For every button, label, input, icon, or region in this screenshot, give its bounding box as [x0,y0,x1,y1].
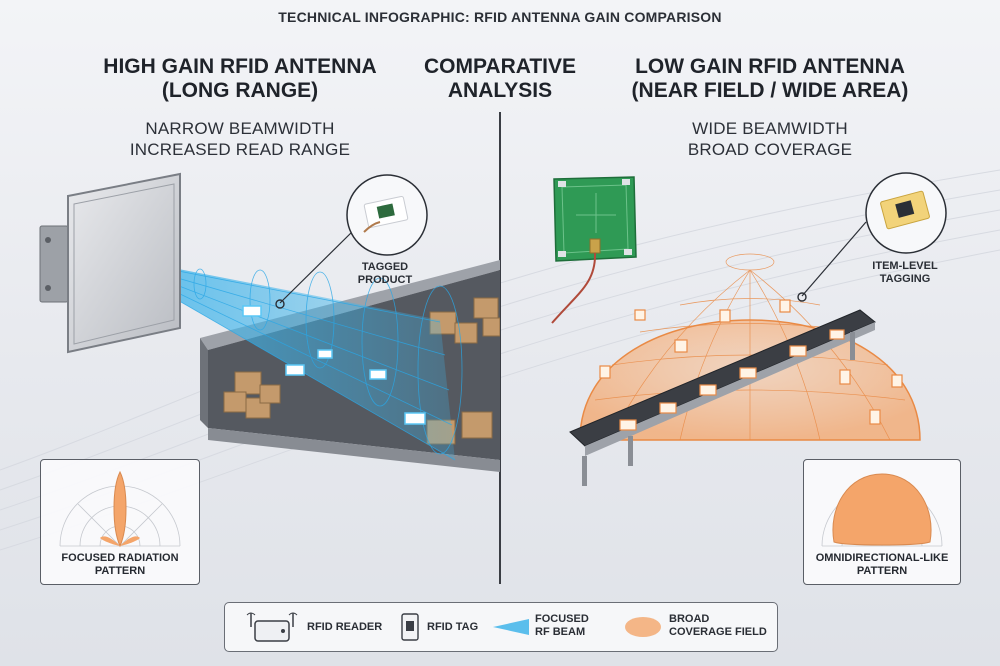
focused-pattern-panel: FOCUSED RADIATION PATTERN [40,459,200,585]
right-heading-line1: LOW GAIN RFID ANTENNA [635,55,905,78]
legend-beam-line1: FOCUSED [535,613,589,625]
right-tags [599,299,903,431]
left-sub-line1: NARROW BEAMWIDTH [145,119,335,138]
left-tags [242,305,426,425]
left-pattern-label: FOCUSED RADIATION PATTERN [41,552,199,578]
left-sub-line2: INCREASED READ RANGE [129,140,351,159]
right-heading-line2: (NEAR FIELD / WIDE AREA) [631,79,909,102]
left-boxes [223,297,500,445]
high-gain-scene [39,172,500,472]
high-gain-panel-antenna-icon [39,172,181,354]
rfid-tag-icon [401,613,419,641]
legend-reader-label: RFID READER [307,621,383,633]
left-callout-line1: TAGGED [361,261,409,273]
right-pattern-label: OMNIDIRECTIONAL-LIKE PATTERN [804,552,960,578]
right-heading: LOW GAIN RFID ANTENNA (NEAR FIELD / WIDE… [600,55,940,103]
rfid-reader-icon [246,612,298,642]
right-callout-line1: ITEM-LEVEL [872,260,938,272]
left-heading: HIGH GAIN RFID ANTENNA (LONG RANGE) [60,55,420,103]
legend-tag-label: RFID TAG [427,621,479,633]
omnidirectional-pattern-icon [821,473,943,547]
tagged-product-callout-icon [346,174,428,256]
infographic-title: TECHNICAL INFOGRAPHIC: RFID ANTENNA GAIN… [278,9,722,25]
legend-field-line1: BROAD [669,613,710,625]
omnidirectional-pattern-panel: OMNIDIRECTIONAL-LIKE PATTERN [803,459,961,585]
center-heading: COMPARATIVE ANALYSIS [410,55,590,103]
focused-rf-beam [121,258,463,461]
right-callout-label: ITEM-LEVEL TAGGING [860,260,950,286]
left-callout-line2: PRODUCT [357,274,413,286]
legend-beam-line2: RF BEAM [535,626,586,638]
center-divider [499,112,501,584]
left-subheading: NARROW BEAMWIDTH INCREASED READ RANGE [60,118,420,160]
right-sub-line1: WIDE BEAMWIDTH [692,119,848,138]
right-pattern-line2: PATTERN [856,565,908,577]
left-heading-line2: (LONG RANGE) [161,79,319,102]
left-pattern-line2: PATTERN [94,565,146,577]
legend: RFID READER RFID TAG FOCUSED RF BEAM BRO… [224,602,778,652]
low-gain-pcb-antenna-icon [551,176,637,324]
rf-beam-icon [493,619,529,635]
right-callout-line2: TAGGING [879,273,931,285]
left-heading-line1: HIGH GAIN RFID ANTENNA [103,55,377,78]
legend-beam-label: FOCUSED RF BEAM [535,613,589,639]
low-gain-scene [569,221,921,486]
left-callout-label: TAGGED PRODUCT [340,261,430,287]
left-pattern-line1: FOCUSED RADIATION [61,552,179,564]
right-pattern-line1: OMNIDIRECTIONAL-LIKE [815,552,949,564]
center-heading-line2: ANALYSIS [447,79,553,102]
right-sub-line2: BROAD COVERAGE [687,140,853,159]
item-level-tagging-callout-icon [865,172,947,254]
legend-field-label: BROAD COVERAGE FIELD [669,613,767,639]
center-heading-line1: COMPARATIVE [423,55,577,78]
legend-field-line2: COVERAGE FIELD [669,626,767,638]
right-subheading: WIDE BEAMWIDTH BROAD COVERAGE [600,118,940,160]
coverage-field-icon [625,617,661,637]
focused-radiation-pattern-icon [59,470,181,548]
